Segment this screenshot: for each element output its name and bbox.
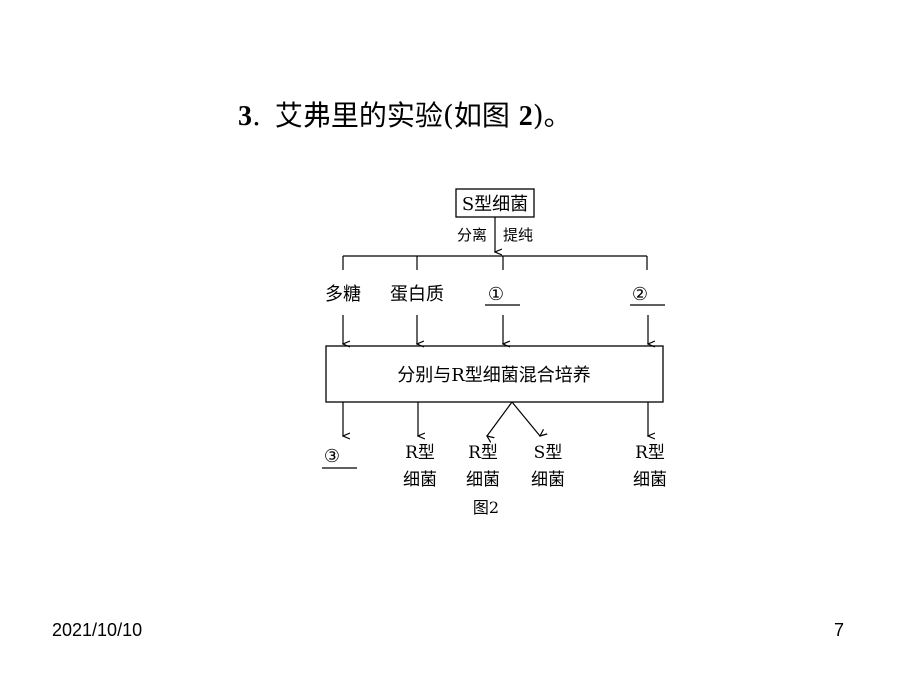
- result-blank-3: ③: [324, 446, 340, 467]
- result-5-line-2: 细菌: [633, 470, 667, 490]
- step-left-label: 分离: [457, 226, 487, 244]
- component-blank-1: ①: [488, 284, 504, 305]
- process-box: [325, 345, 664, 403]
- arrow-out-3a: [487, 401, 513, 436]
- heading-figure-ref: 2: [518, 101, 533, 132]
- component-protein: 蛋白质: [390, 284, 444, 305]
- arrow-out-3b: [511, 401, 540, 436]
- slide-heading: 3. 艾弗里的实验(如图 2)。: [238, 96, 572, 137]
- result-5-line-1: R型: [635, 443, 665, 463]
- result-4-line-1: S型: [534, 443, 563, 463]
- figure-caption: 图2: [473, 498, 499, 517]
- result-2-line-1: R型: [405, 443, 435, 463]
- heading-text-after: )。: [532, 99, 572, 132]
- result-4-line-2: 细菌: [531, 470, 565, 490]
- source-label: S型细菌: [462, 194, 528, 215]
- result-3-line-2: 细菌: [466, 470, 500, 490]
- component-polysaccharide: 多糖: [325, 284, 361, 305]
- heading-separator: .: [252, 99, 261, 132]
- heading-text-before: 艾弗里的实验(如图: [274, 99, 519, 132]
- component-blank-2: ②: [632, 284, 648, 305]
- result-3-line-1: R型: [468, 443, 498, 463]
- step-right-label: 提纯: [503, 226, 533, 244]
- result-2-line-2: 细菌: [403, 470, 437, 490]
- process-label: 分别与R型细菌混合培养: [397, 365, 591, 386]
- footer-page-number: 7: [834, 620, 845, 640]
- heading-number: 3: [238, 101, 252, 132]
- footer-date: 2021/10/10: [52, 620, 143, 640]
